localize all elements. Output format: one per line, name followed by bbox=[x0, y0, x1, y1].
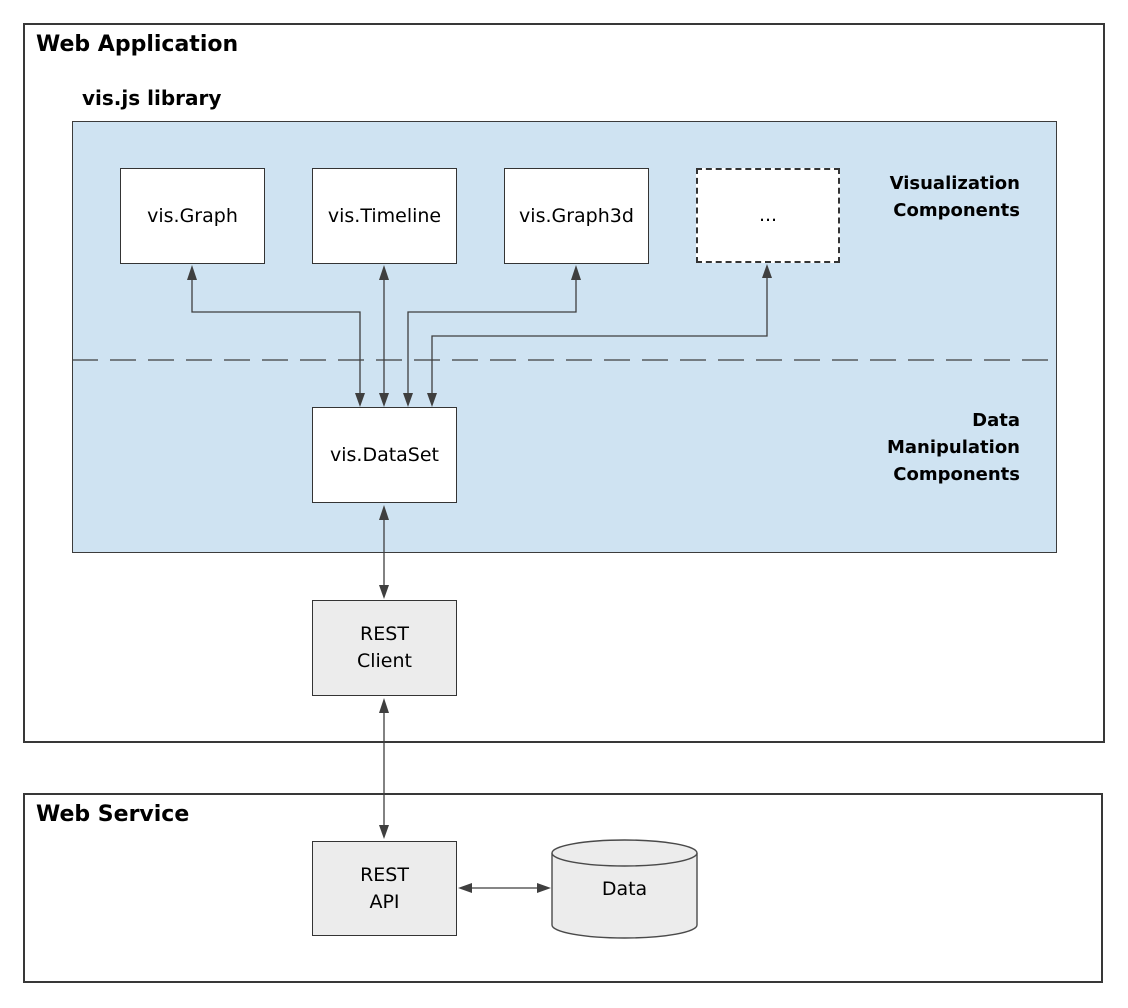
web-application-title: Web Application bbox=[36, 32, 239, 57]
data-manipulation-components-label: Data Manipulation Components bbox=[886, 410, 1020, 485]
vis-dataset-box: vis.DataSet bbox=[312, 407, 457, 503]
vis-graph-label: vis.Graph bbox=[147, 204, 238, 227]
visualization-components-label: Visualization Components bbox=[889, 173, 1020, 221]
visjs-library-label: vis.js library bbox=[82, 86, 222, 110]
rest-api-label: REST API bbox=[360, 863, 409, 913]
vis-timeline-label: vis.Timeline bbox=[327, 204, 442, 227]
more-components-box: ... bbox=[696, 168, 840, 263]
vis-graph3d-label: vis.Graph3d bbox=[519, 204, 634, 227]
web-application-section bbox=[23, 23, 1105, 743]
web-service-title: Web Service bbox=[36, 802, 190, 827]
vis-timeline-box: vis.Timeline bbox=[312, 168, 457, 264]
data-store-label: Data bbox=[601, 878, 648, 900]
web-service-section bbox=[23, 793, 1103, 983]
rest-api-box: REST API bbox=[312, 841, 457, 936]
rest-client-label: REST Client bbox=[356, 623, 412, 672]
rest-client-box: REST Client bbox=[312, 600, 457, 696]
vis-dataset-label: vis.DataSet bbox=[329, 443, 440, 466]
vis-graph-box: vis.Graph bbox=[120, 168, 265, 264]
vis-graph3d-box: vis.Graph3d bbox=[504, 168, 649, 264]
more-components-label: ... bbox=[758, 204, 778, 226]
